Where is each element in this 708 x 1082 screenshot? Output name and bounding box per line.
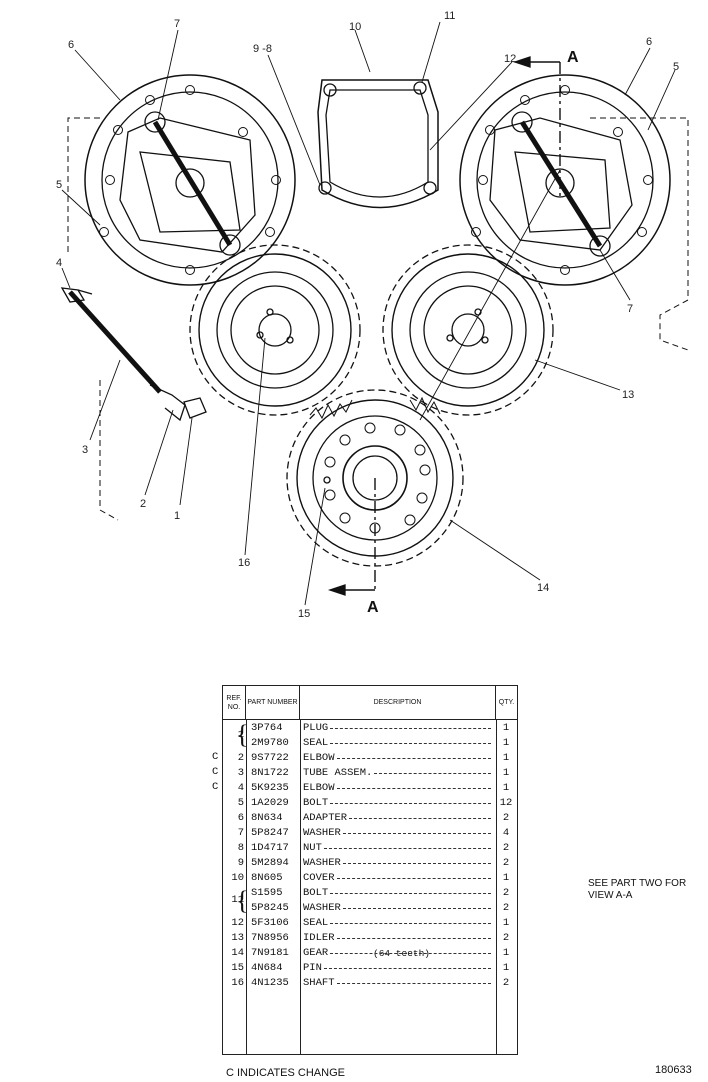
callout-7-right: 7 [627, 303, 633, 315]
leader-line [342, 908, 491, 909]
header-qty: QTY. [498, 699, 515, 706]
leader-line [330, 953, 491, 954]
leader-line [336, 788, 491, 789]
left-idler-gear [189, 244, 361, 416]
see-part-two-note: SEE PART TWO FOR VIEW A-A [588, 878, 687, 901]
callout-5-left: 5 [56, 179, 62, 191]
change-mark: C [212, 751, 219, 763]
column-divider [496, 719, 497, 1054]
parts-list-table: REF. NO. PART NUMBER DESCRIPTION QTY. { … [222, 685, 518, 1055]
header-ref-no: REF. NO. [223, 686, 246, 719]
left-adapter-bolt-holes [99, 85, 281, 275]
leader-line [330, 893, 491, 894]
cover [317, 79, 439, 209]
callout-3: 3 [82, 444, 88, 456]
callout-6-right: 6 [646, 36, 652, 48]
leader-line [349, 818, 491, 819]
leader-line [342, 863, 491, 864]
header-divider [223, 719, 517, 720]
callout-6-left: 6 [68, 39, 74, 51]
left-adapter-plate [84, 74, 296, 286]
callout-2: 2 [140, 498, 146, 510]
callout-15: 15 [298, 608, 310, 620]
section-letter-top: A [567, 49, 579, 66]
section-letter-bottom: A [367, 599, 379, 616]
section-line-a-a [345, 61, 561, 591]
leader-line [336, 938, 491, 939]
callout-14: 14 [537, 582, 549, 594]
group-brace-ref-11: { [236, 886, 249, 915]
right-adapter-plate [459, 74, 671, 286]
callout-7-left: 7 [174, 18, 180, 30]
change-footnote: C INDICATES CHANGE [226, 1067, 345, 1079]
callout-9-8: 9 -8 [253, 43, 272, 55]
leader-line [336, 758, 491, 759]
column-divider [300, 719, 301, 1054]
callout-1: 1 [174, 510, 180, 522]
right-adapter-bolt-holes [471, 85, 653, 275]
leader-line [323, 968, 491, 969]
leader-line [342, 833, 491, 834]
column-divider [246, 719, 247, 1054]
callout-11: 11 [444, 10, 455, 22]
leader-line [336, 983, 491, 984]
callout-13: 13 [622, 389, 634, 401]
leader-line [330, 728, 491, 729]
exploded-view-drawing: 1 2 3 4 5 5 6 6 7 7 9 -8 10 11 12 13 14 … [56, 10, 689, 620]
tube-assembly [60, 287, 207, 422]
leader-line [336, 878, 491, 879]
leader-line [330, 743, 491, 744]
change-mark: C [212, 766, 219, 778]
leader-line [323, 848, 491, 849]
header-part-number: PART NUMBER [246, 686, 300, 719]
callout-16: 16 [238, 557, 250, 569]
leader-line [330, 923, 491, 924]
change-mark: C [212, 781, 219, 793]
drawing-number: 180633 [655, 1064, 692, 1076]
leader-line [330, 803, 491, 804]
right-idler-gear [382, 244, 554, 416]
group-brace-ref-1: { [236, 720, 249, 749]
callout-5-right: 5 [673, 61, 679, 73]
header-description: DESCRIPTION [300, 686, 496, 719]
callout-4: 4 [56, 257, 62, 269]
callout-10: 10 [349, 21, 361, 33]
callout-12: 12 [504, 53, 516, 65]
leader-line [374, 773, 491, 774]
